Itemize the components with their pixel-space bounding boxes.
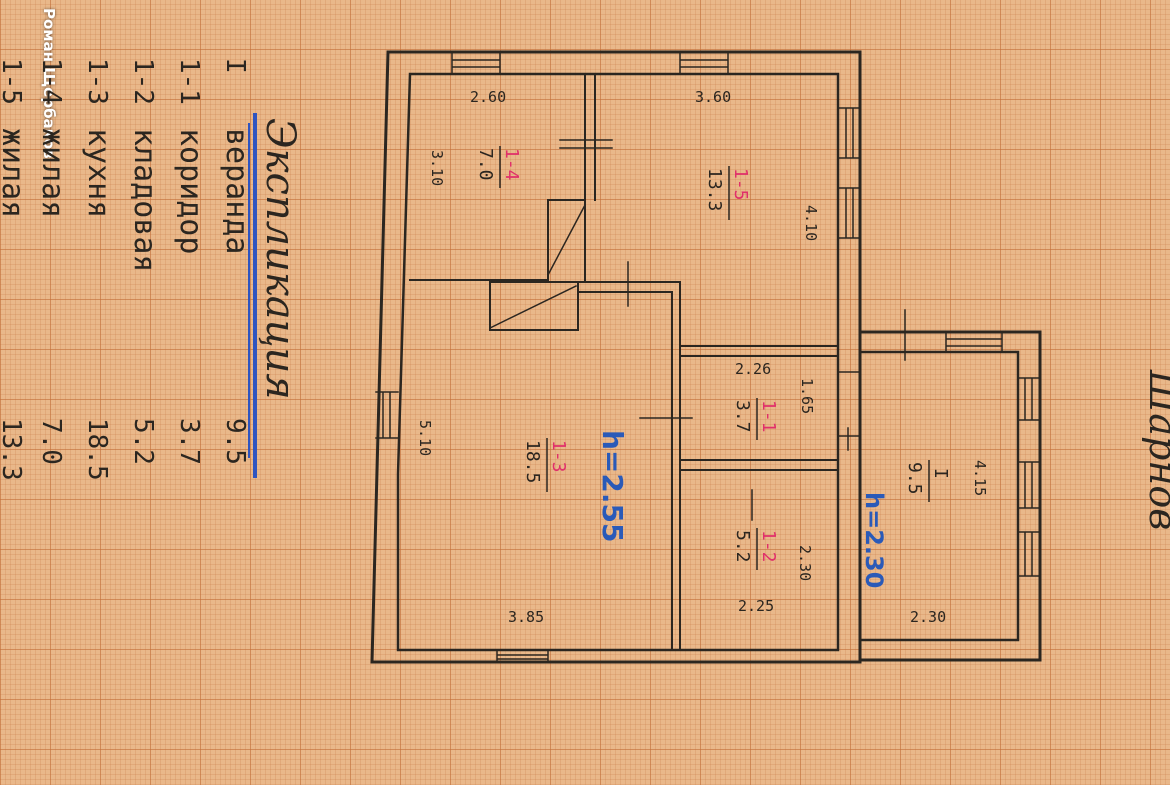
- room-area: 3.7: [732, 400, 753, 433]
- dimension-label: 3.10: [428, 150, 446, 186]
- partition-wall: [579, 281, 681, 651]
- height-label: h=2.55: [596, 430, 629, 542]
- window: [375, 51, 1041, 663]
- dimension-label: 2.25: [738, 597, 774, 615]
- room-label: 1-3 18.5: [522, 438, 569, 492]
- stove: [489, 281, 579, 331]
- legend-code: 1-1: [174, 58, 204, 105]
- dimension-label: 3.60: [695, 88, 731, 106]
- room-label: 1-5 13.3: [704, 166, 751, 220]
- house-outer-wall: [370, 50, 862, 664]
- legend: Экспликация I веранда 9.5 1-1 коридор 3.…: [0, 58, 303, 481]
- stove-hatch: [488, 203, 587, 330]
- legend-name: жилая: [0, 128, 30, 218]
- dimension-label: 4.15: [971, 460, 989, 496]
- room-label: I 9.5: [904, 460, 951, 502]
- legend-row: I веранда 9.5: [219, 58, 254, 465]
- veranda-inner-wall: [858, 350, 1020, 642]
- street-label: Шарнов: [1141, 369, 1170, 530]
- legend-area: 13.3: [0, 418, 26, 481]
- dimension-label: 2.30: [910, 608, 946, 626]
- room-label: 1-2 5.2: [732, 528, 779, 570]
- room-code: 1-4: [501, 148, 522, 181]
- dimension-label: 5.10: [416, 420, 434, 456]
- dimension-label: 4.10: [802, 205, 820, 241]
- dimensions: 2.60 3.60 3.10 4.10 5.10 3.85 2.26 1.65 …: [416, 88, 989, 626]
- room-area: 13.3: [704, 168, 725, 211]
- legend-name: жилая: [35, 128, 70, 218]
- legend-name: коридор: [173, 128, 208, 254]
- legend-name: кладовая: [127, 128, 162, 273]
- legend-area: 9.5: [220, 418, 250, 465]
- room-area: 7.0: [475, 148, 496, 181]
- legend-row: 1-3 кухня 18.5: [81, 58, 116, 481]
- legend-area: 5.2: [128, 418, 158, 465]
- stove: [547, 199, 586, 283]
- legend-row: 1-4 жилая 7.0: [35, 58, 70, 465]
- height-label: h=2.30: [860, 492, 888, 588]
- room-label: 1-4 7.0: [475, 146, 522, 188]
- dimension-label: 2.30: [796, 545, 814, 581]
- watermark: Роман Щербаков: [40, 8, 58, 159]
- legend-name: кухня: [81, 128, 116, 218]
- room-label: 1-1 3.7: [732, 398, 779, 440]
- legend-area: 7.0: [36, 418, 66, 465]
- room-code: 1-5: [730, 168, 751, 201]
- legend-name: веранда: [219, 128, 254, 254]
- legend-row: 1-5 жилая 13.3: [0, 58, 30, 481]
- dimension-label: 2.26: [735, 360, 771, 378]
- room-code: 1-1: [758, 400, 779, 433]
- legend-row: 1-1 коридор 3.7: [173, 58, 208, 465]
- legend-code: 1-4: [36, 58, 66, 105]
- veranda-outer-wall: [858, 330, 1042, 662]
- legend-area: 18.5: [82, 418, 112, 481]
- legend-code: I: [220, 58, 250, 74]
- dimension-label: 3.85: [508, 608, 544, 626]
- room-area: 9.5: [904, 462, 925, 495]
- room-code: 1-2: [758, 530, 779, 563]
- partition-wall: [579, 291, 673, 651]
- room-area: 5.2: [732, 530, 753, 563]
- room-code: 1-3: [548, 440, 569, 473]
- dimension-label: 2.60: [470, 88, 506, 106]
- room-area: 18.5: [522, 440, 543, 483]
- legend-title: Экспликация: [257, 118, 303, 400]
- room-code: I: [930, 468, 951, 479]
- dimension-label: 1.65: [798, 378, 816, 414]
- legend-code: 1-2: [128, 58, 158, 105]
- legend-row: 1-2 кладовая 5.2: [127, 58, 162, 465]
- door-tick: [559, 139, 906, 521]
- legend-code: 1-3: [82, 58, 112, 105]
- legend-area: 3.7: [174, 418, 204, 465]
- house-inner-wall: [396, 72, 840, 652]
- legend-code: 1-5: [0, 58, 26, 105]
